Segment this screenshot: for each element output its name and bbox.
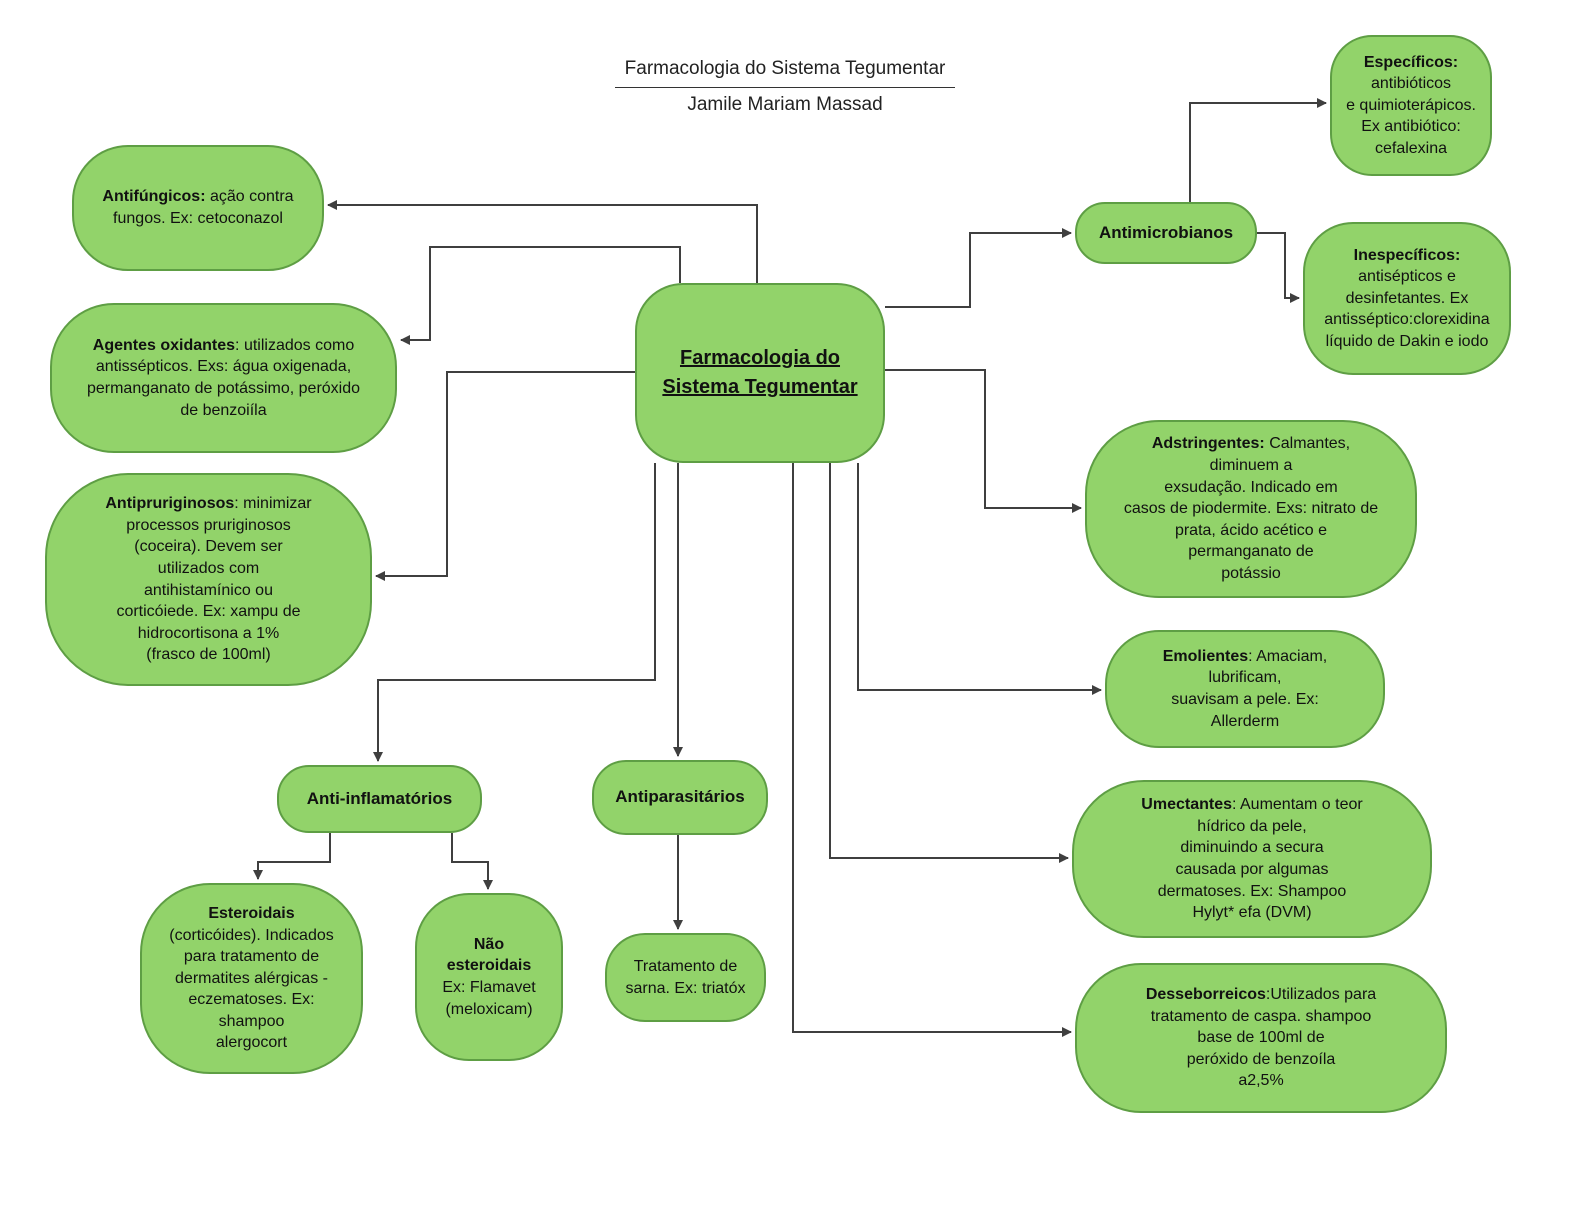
node-esteroidais-title: Esteroidais (208, 904, 295, 922)
node-antipruriginosos: Antipruriginosos: minimizar processos pr… (45, 473, 372, 686)
node-central-label: Farmacologia do Sistema Tegumentar (662, 347, 858, 398)
node-anti-inflamatorios-text: Anti-inflamatórios (307, 788, 452, 811)
node-umectantes-text: Umectantes: Aumentam o teor hídrico da p… (1141, 794, 1362, 924)
connector-antimicrobianos-to-inespecificos (1257, 232, 1300, 303)
node-emolientes-body: : Amaciam, lubrificam, suavisam a pele. … (1171, 647, 1328, 730)
node-nao-esteroidais-body: Ex: Flamavet (meloxicam) (442, 979, 536, 1018)
connector-central-to-antiinflamatorios (373, 463, 656, 762)
node-antifungicos-body: ação contra fungos. Ex: cetoconazol (113, 188, 294, 227)
node-esteroidais: Esteroidais (corticóides). Indicados para… (140, 883, 363, 1074)
node-umectantes-body: : Aumentam o teor hídrico da pele, dimin… (1157, 796, 1363, 922)
node-tratamento-sarna: Tratamento de sarna. Ex: triatóx (605, 933, 766, 1022)
connector-central-to-emolientes (857, 463, 1102, 695)
node-inespecificos-body: antisépticos e desinfetantes. Ex antissé… (1324, 268, 1490, 350)
node-inespecificos-text: Inespecíficos: antisépticos e desinfetant… (1324, 245, 1489, 353)
connector-central-to-desseborreicos (792, 463, 1072, 1037)
node-antimicrobianos-title: Antimicrobianos (1098, 222, 1234, 242)
node-tratamento-sarna-text: Tratamento de sarna. Ex: triatóx (625, 956, 745, 999)
node-adstringentes-text: Adstringentes: Calmantes, diminuem a exs… (1124, 433, 1378, 584)
node-desseborreicos: Desseborreicos:Utilizados para tratament… (1075, 963, 1447, 1113)
node-especificos: Específicos: antibióticos e quimioterápic… (1330, 35, 1492, 176)
node-esteroidais-body: (corticóides). Indicados para tratamento… (169, 926, 334, 1052)
node-adstringentes: Adstringentes: Calmantes, diminuem a exs… (1085, 420, 1417, 598)
node-desseborreicos-title: Desseborreicos (1145, 986, 1266, 1004)
node-agentes-oxidantes-body: : utilizados como antissépticos. Exs: ág… (86, 336, 361, 419)
node-especificos-text: Específicos: antibióticos e quimioterápic… (1346, 52, 1476, 160)
node-anti-inflamatorios-title: Anti-inflamatórios (306, 788, 453, 808)
diagram-title-block: Farmacologia do Sistema Tegumentar Jamil… (560, 58, 1010, 116)
node-antiparasitarios: Antiparasitários (592, 760, 768, 835)
node-antifungicos: Antifúngicos: ação contra fungos. Ex: ce… (72, 145, 324, 271)
node-inespecificos-title: Inespecíficos: (1353, 246, 1461, 264)
node-emolientes: Emolientes: Amaciam, lubrificam, suavisa… (1105, 630, 1385, 748)
node-agentes-oxidantes-title: Agentes oxidantes (92, 336, 236, 354)
connector-central-to-antimicrobianos (885, 228, 1072, 308)
node-desseborreicos-text: Desseborreicos:Utilizados para tratament… (1146, 984, 1376, 1092)
node-antipruriginosos-body: : minimizar processos pruriginosos (coce… (116, 495, 312, 664)
connector-antiinflamatorios-to-esteroidais (253, 833, 331, 880)
connector-central-to-antifungicos (327, 200, 758, 283)
node-antifungicos-text: Antifúngicos: ação contra fungos. Ex: ce… (102, 186, 293, 229)
node-antimicrobianos: Antimicrobianos (1075, 202, 1257, 264)
node-emolientes-text: Emolientes: Amaciam, lubrificam, suavisa… (1163, 646, 1328, 732)
node-central-farmacologia: Farmacologia do Sistema Tegumentar (635, 283, 885, 463)
connector-central-to-adstringentes (885, 369, 1082, 513)
node-antimicrobianos-text: Antimicrobianos (1099, 222, 1233, 245)
node-anti-inflamatorios: Anti-inflamatórios (277, 765, 482, 833)
node-desseborreicos-body: :Utilizados para tratamento de caspa. sh… (1150, 986, 1377, 1090)
node-especificos-body: antibióticos e quimioterápicos. Ex antib… (1346, 75, 1476, 157)
node-umectantes: Umectantes: Aumentam o teor hídrico da p… (1072, 780, 1432, 938)
node-antipruriginosos-title: Antipruriginosos (105, 495, 235, 513)
node-antiparasitarios-text: Antiparasitários (615, 786, 744, 809)
connector-antimicrobianos-to-especificos (1189, 98, 1327, 202)
diagram-title: Farmacologia do Sistema Tegumentar (614, 58, 956, 88)
node-adstringentes-body: Calmantes, diminuem a exsudação. Indicad… (1123, 435, 1379, 582)
node-agentes-oxidantes: Agentes oxidantes: utilizados como antis… (50, 303, 397, 453)
diagram-subtitle: Jamile Mariam Massad (687, 94, 883, 115)
node-antipruriginosos-text: Antipruriginosos: minimizar processos pr… (105, 493, 311, 666)
node-agentes-oxidantes-text: Agentes oxidantes: utilizados como antis… (87, 335, 360, 421)
node-adstringentes-title: Adstringentes: (1151, 435, 1265, 453)
node-antifungicos-title: Antifúngicos: (102, 188, 206, 206)
node-nao-esteroidais-title: Não esteroidais (446, 935, 532, 975)
node-antiparasitarios-title: Antiparasitários (615, 787, 745, 807)
node-inespecificos: Inespecíficos: antisépticos e desinfetant… (1303, 222, 1511, 375)
node-especificos-title: Específicos: (1363, 53, 1459, 71)
node-emolientes-title: Emolientes (1162, 647, 1249, 665)
node-umectantes-title: Umectantes (1141, 796, 1232, 814)
connector-central-to-umectantes (829, 463, 1069, 863)
node-tratamento-sarna-body: Tratamento de sarna. Ex: triatóx (625, 957, 746, 997)
node-esteroidais-text: Esteroidais (corticóides). Indicados para… (169, 903, 334, 1054)
connector-antiinflamatorios-to-nao-esteroidais (451, 833, 493, 890)
connector-central-to-antipruriginosos (375, 371, 635, 581)
